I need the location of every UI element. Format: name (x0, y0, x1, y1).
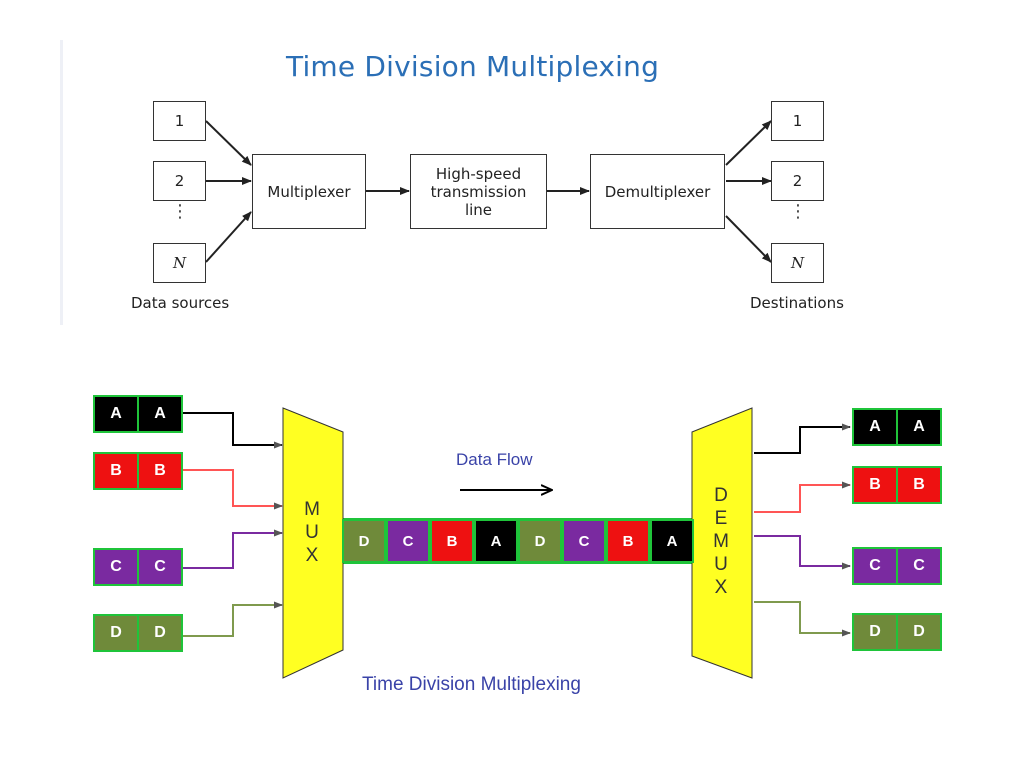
line-text-2: transmission (430, 182, 527, 201)
output-packet-c-1: C (852, 547, 898, 585)
output-line-a (754, 423, 851, 454)
stream-slot-4: A (474, 519, 518, 563)
stream-slot-1: D (342, 519, 386, 563)
mux-letter-u: U (305, 522, 319, 543)
input-packet-d-2: D (137, 614, 183, 652)
demux-letter-x: X (714, 577, 728, 598)
demux-letter-u: U (714, 554, 728, 575)
input-line-c (183, 529, 283, 569)
arrow-source-n (205, 211, 252, 263)
demux-letter-m: M (713, 531, 729, 552)
mux-label: M U X (300, 498, 324, 567)
demux-letter-e: E (714, 508, 728, 529)
arrow-dest-1 (725, 120, 772, 166)
output-packet-b-2: B (896, 466, 942, 504)
input-packet-a-1: A (93, 395, 139, 433)
input-line-a (183, 412, 283, 449)
output-line-c (754, 535, 851, 570)
mux-letter-x: X (305, 545, 319, 566)
destination-box-2: 2 (771, 161, 824, 201)
input-line-b (183, 469, 283, 510)
input-line-d (183, 601, 283, 637)
output-packet-a-2: A (896, 408, 942, 446)
source-box-1: 1 (153, 101, 206, 141)
input-packet-d-1: D (93, 614, 139, 652)
output-line-b (754, 481, 851, 513)
demultiplexer-box: Demultiplexer (590, 154, 725, 229)
source-box-2: 2 (153, 161, 206, 201)
source-box-n: N (153, 243, 206, 283)
tdm-block-diagram (60, 40, 860, 325)
destinations-caption: Destinations (750, 294, 844, 312)
input-packet-c-2: C (137, 548, 183, 586)
line-text-3: line (464, 200, 493, 219)
input-packet-a-2: A (137, 395, 183, 433)
input-packet-c-1: C (93, 548, 139, 586)
input-packet-b-1: B (93, 452, 139, 490)
output-packet-c-2: C (896, 547, 942, 585)
top-diagram-arrows (205, 120, 772, 263)
stream-slot-2: C (386, 519, 430, 563)
stream-slot-8: A (650, 519, 694, 563)
demux-shape (691, 407, 753, 679)
stream-slot-6: C (562, 519, 606, 563)
source-ellipsis: ⋮ (171, 201, 189, 222)
top-diagram-title: Time Division Multiplexing (286, 50, 660, 83)
stream-slot-5: D (518, 519, 562, 563)
demux-letter-d: D (714, 485, 728, 506)
demux-label: D E M U X (709, 484, 733, 599)
mux-shape (282, 407, 344, 679)
arrow-dest-n (725, 215, 772, 263)
destination-box-n: N (771, 243, 824, 283)
data-sources-caption: Data sources (131, 294, 230, 312)
output-packet-b-1: B (852, 466, 898, 504)
transmission-line-box: High-speed transmission line (410, 154, 547, 229)
line-text-1: High-speed (435, 164, 522, 183)
arrow-source-1 (205, 120, 252, 166)
destination-ellipsis: ⋮ (789, 201, 807, 222)
input-packet-b-2: B (137, 452, 183, 490)
destination-box-1: 1 (771, 101, 824, 141)
bottom-diagram-title: Time Division Multiplexing (362, 674, 581, 695)
output-packet-d-2: D (896, 613, 942, 651)
output-packet-a-1: A (852, 408, 898, 446)
stream-slot-7: B (606, 519, 650, 563)
output-packet-d-1: D (852, 613, 898, 651)
output-line-d (754, 601, 851, 637)
stream-slot-3: B (430, 519, 474, 563)
data-flow-label: Data Flow (456, 450, 533, 469)
multiplexer-box: Multiplexer (252, 154, 366, 229)
mux-letter-m: M (304, 499, 320, 520)
